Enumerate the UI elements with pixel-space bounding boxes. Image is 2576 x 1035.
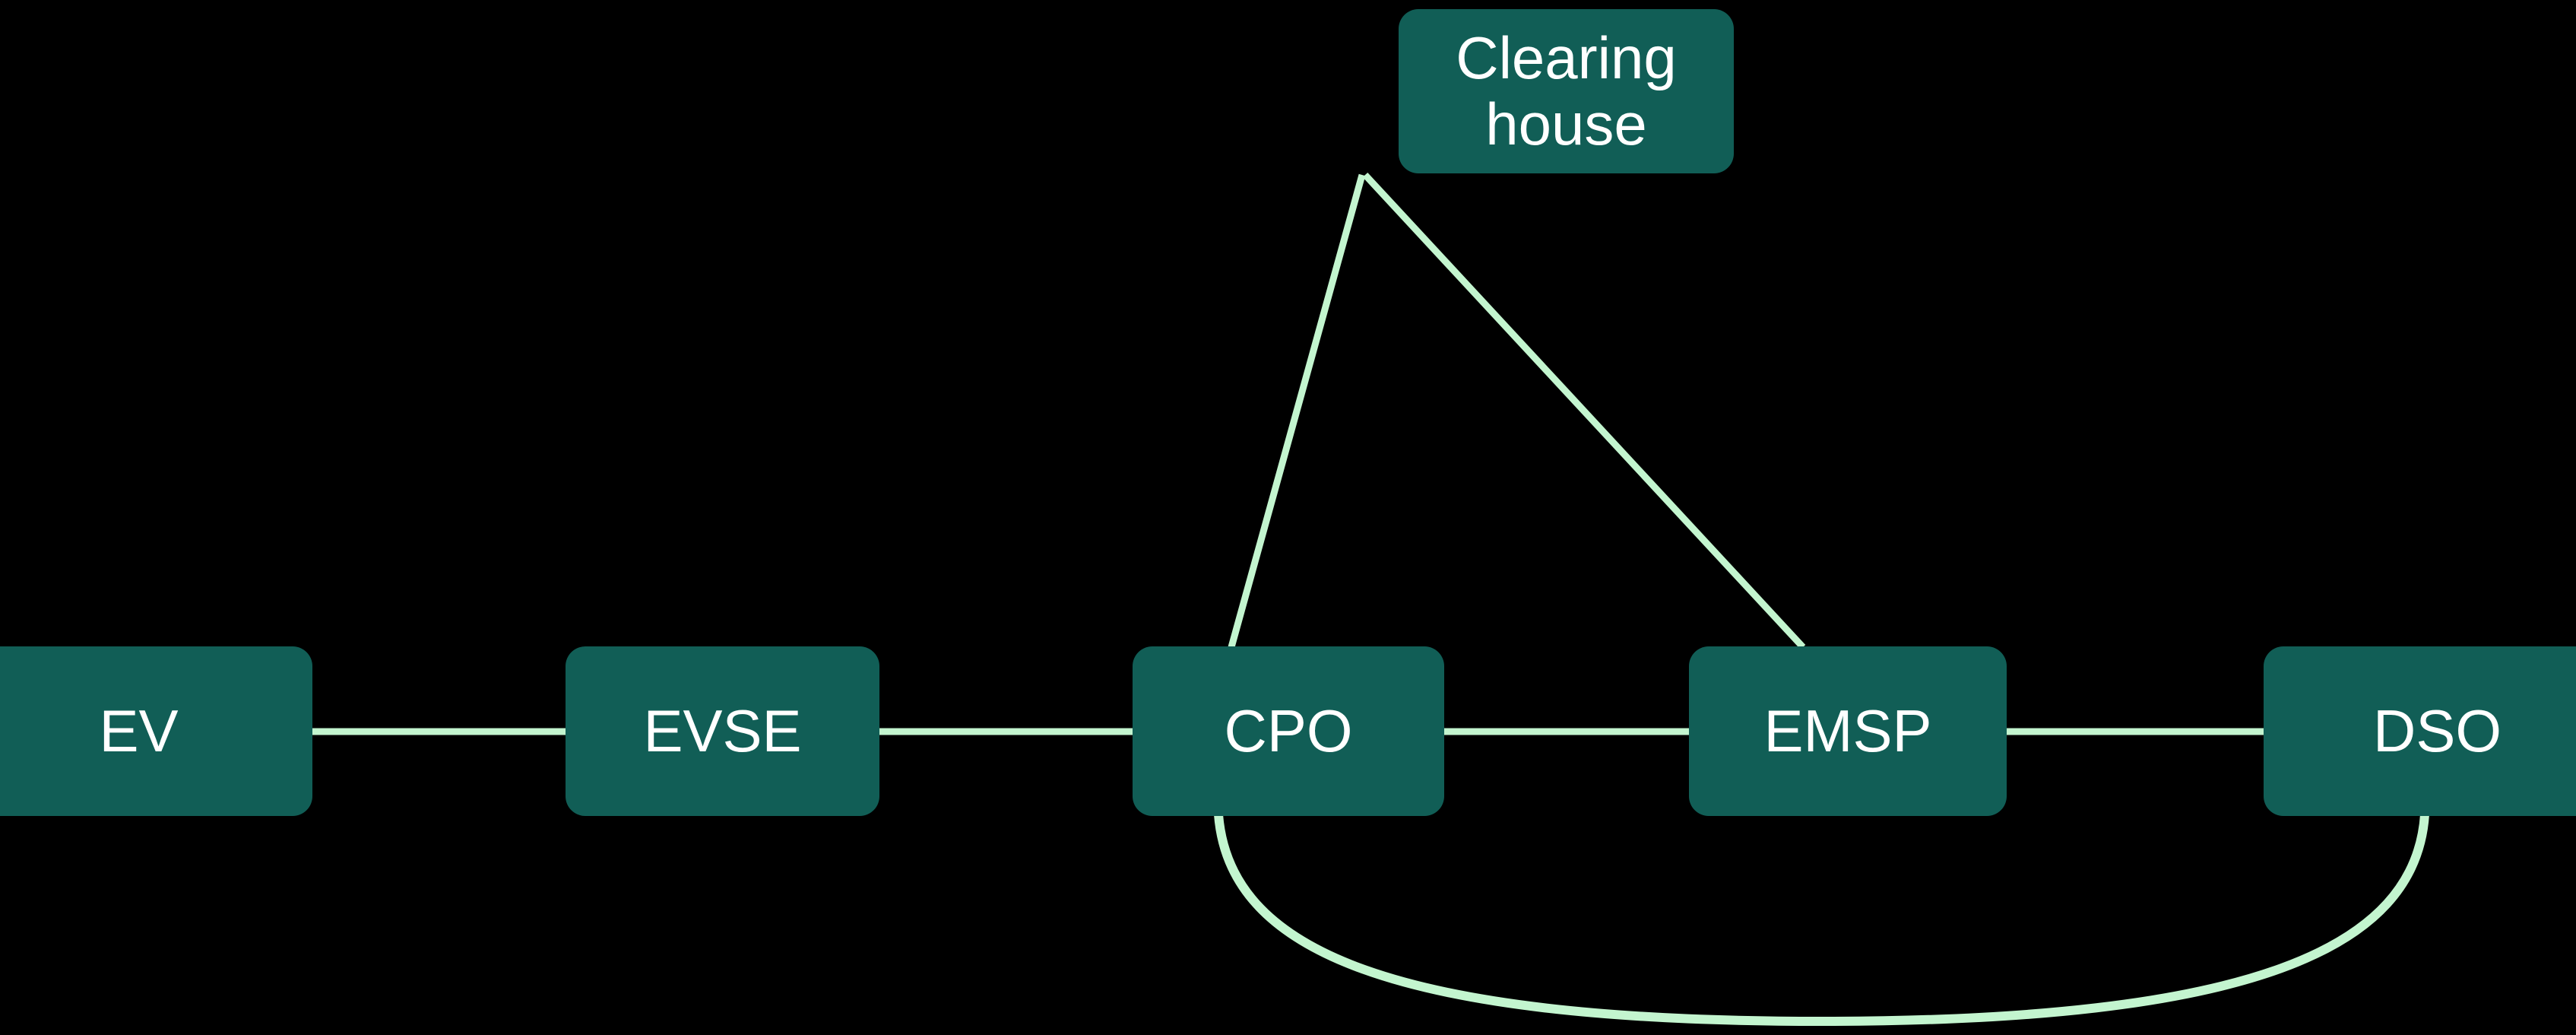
node-emsp[interactable]: EMSP (1689, 646, 2007, 816)
edge-cpo-dso (1214, 814, 2429, 1027)
node-cpo[interactable]: CPO (1133, 646, 1444, 816)
node-evse-label: EVSE (643, 697, 802, 764)
node-dso-label: DSO (2372, 697, 2502, 764)
node-clearing-house-label: Clearing house (1456, 24, 1677, 157)
node-ev[interactable]: EV (0, 646, 312, 816)
edge-clearing-house-emsp (1362, 172, 1806, 650)
edge-clearing-house-cpo (1228, 173, 1366, 649)
node-dso[interactable]: DSO (2264, 646, 2576, 816)
node-clearing-house[interactable]: Clearing house (1399, 9, 1734, 173)
node-evse[interactable]: EVSE (566, 646, 879, 816)
node-emsp-label: EMSP (1763, 697, 1932, 764)
node-ev-label: EV (99, 697, 179, 764)
node-cpo-label: CPO (1224, 697, 1353, 764)
